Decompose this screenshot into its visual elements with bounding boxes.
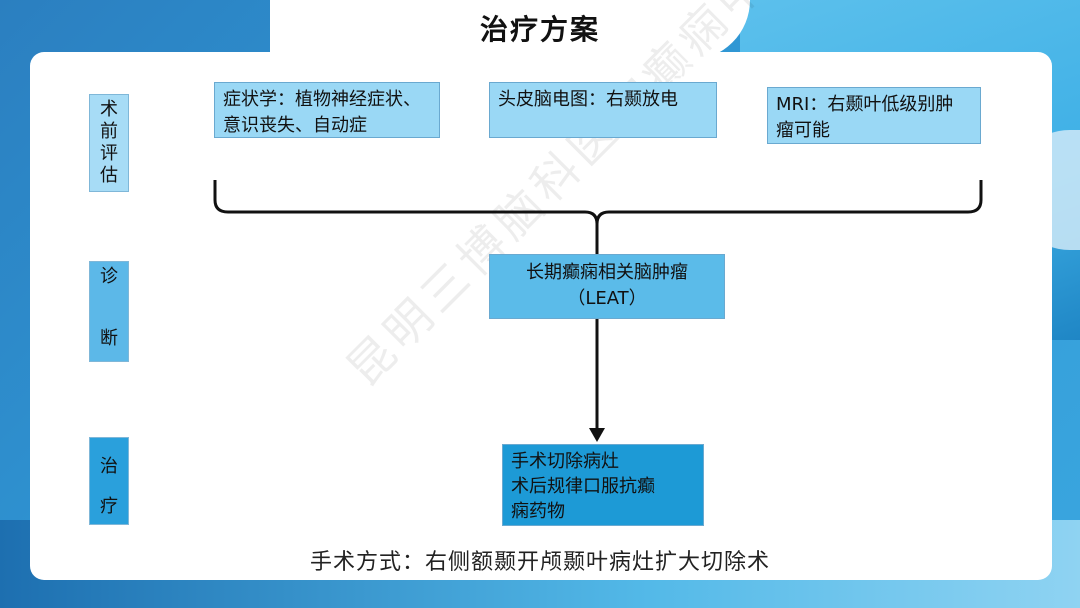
surgery-method: 手术方式：右侧额颞开颅颞叶病灶扩大切除术 (309, 550, 770, 575)
box-line: 痫药物 (511, 501, 565, 522)
page-title: 治疗方案 (479, 13, 600, 46)
box-line: （LEAT） (567, 288, 647, 309)
stage-char: 疗 (100, 496, 118, 517)
flow-arrow-head (589, 428, 605, 442)
diagnosis-box: 长期癫痫相关脑肿瘤 （LEAT） (489, 254, 725, 319)
box-line: 意识丧失、自动症 (223, 115, 367, 136)
eeg-box: 头皮脑电图：右颞放电 (489, 82, 717, 138)
stage-treatment: 治 疗 (89, 437, 129, 525)
mri-box: MRI：右颞叶低级别肿 瘤可能 (767, 87, 981, 144)
title-tab (270, 0, 750, 60)
stage-diagnosis: 诊 断 (89, 261, 129, 362)
stage-preop-assessment: 术 前 评 估 (89, 94, 129, 192)
treatment-box: 手术切除病灶 术后规律口服抗癫 痫药物 (502, 444, 704, 526)
stage-char: 诊 (100, 266, 118, 287)
box-line: 症状学：植物神经症状、 (223, 89, 421, 110)
box-line: 头皮脑电图：右颞放电 (498, 89, 678, 110)
stage-char: 估 (100, 165, 118, 186)
stage-char: 前 (100, 121, 118, 142)
stage-char: 治 (100, 456, 118, 477)
symptoms-box: 症状学：植物神经症状、 意识丧失、自动症 (214, 82, 440, 138)
assessment-brace (213, 180, 983, 254)
box-line: 瘤可能 (776, 120, 830, 141)
box-line: 长期癫痫相关脑肿瘤 (526, 262, 688, 283)
box-line: 术后规律口服抗癫 (511, 476, 655, 497)
stage-char: 断 (100, 328, 118, 349)
stage-char: 评 (100, 143, 118, 164)
box-line: 手术切除病灶 (511, 451, 619, 472)
box-line: MRI：右颞叶低级别肿 (776, 94, 954, 115)
stage-char: 术 (100, 99, 118, 120)
